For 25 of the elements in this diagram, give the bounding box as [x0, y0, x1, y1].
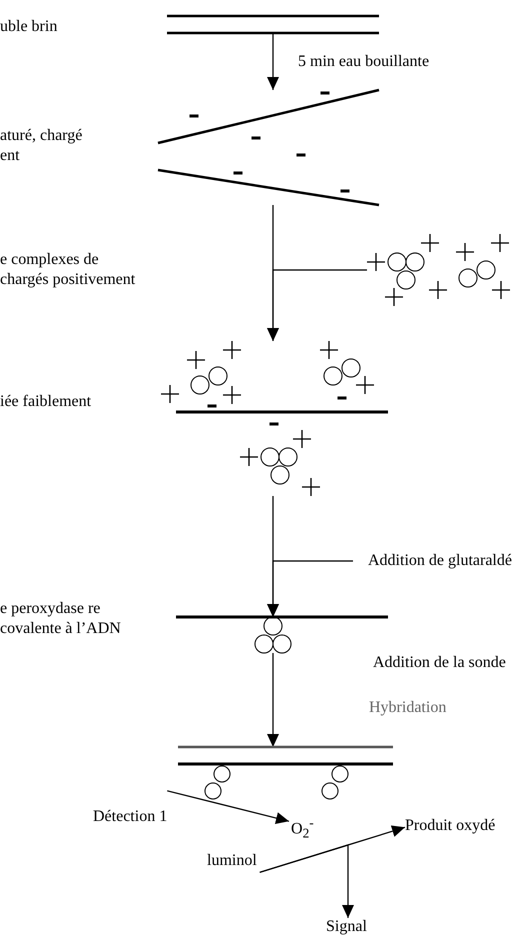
signal-label: Signal — [326, 918, 367, 936]
arrow — [167, 790, 290, 824]
compound-label: luminol — [207, 851, 260, 871]
annotation-text: e peroxydase re covalente à l’ADN — [0, 599, 122, 639]
annotation-text: aturé, chargé ent — [0, 126, 84, 166]
compound-label: Produit oxydé — [405, 816, 496, 836]
annotation-text: uble brin — [0, 17, 58, 37]
strand-drawing — [176, 616, 388, 654]
annotation-text: e complexes de chargés positivement — [0, 250, 136, 290]
arrow — [267, 560, 353, 617]
complex-drawing — [367, 234, 510, 306]
strand-drawing — [167, 14, 379, 34]
arrow — [260, 844, 354, 918]
strand-drawing — [178, 746, 393, 800]
step-label: Détection 1 — [93, 789, 168, 827]
step-label: Addition de la sonde — [373, 653, 506, 673]
annotation-text: iée faiblement — [0, 392, 92, 412]
strand-drawing — [161, 341, 388, 496]
step-label: Hybridation — [369, 698, 446, 718]
arrow — [267, 653, 279, 747]
step-label: 5 min eau bouillante — [298, 52, 430, 72]
strand-drawing — [158, 88, 380, 206]
step-label: Addition de glutaraldé — [353, 551, 512, 571]
arrow — [267, 269, 367, 341]
arrow — [267, 33, 279, 90]
